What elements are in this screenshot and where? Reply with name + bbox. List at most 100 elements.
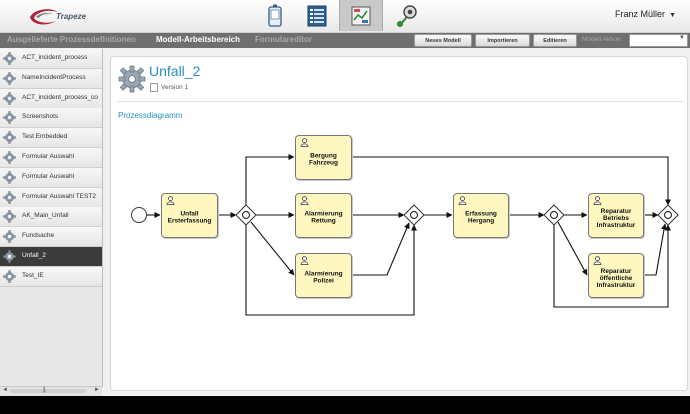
task-label: Alarmierung Rettung <box>304 210 343 225</box>
model-chart-icon <box>351 6 371 25</box>
list-icon <box>307 5 327 26</box>
network-icon <box>397 4 417 27</box>
grip-icon: ||| <box>43 387 46 393</box>
user-task-icon <box>593 256 602 265</box>
connector <box>553 224 671 308</box>
sidebar-item-label: Formular Auswahl <box>22 153 75 160</box>
sidebar-item[interactable]: Formular Auswahl <box>0 148 102 168</box>
connector <box>351 222 410 276</box>
gateway[interactable] <box>543 204 565 226</box>
gear-icon <box>3 52 16 65</box>
tab-model-workspace[interactable]: Modell-Arbeitsbereich <box>156 35 241 44</box>
sidebar-item[interactable]: Screenshots <box>0 108 102 129</box>
gear-icon <box>3 91 16 105</box>
sidebar-item-label: Formular Auswahl TEST2 <box>22 192 96 200</box>
task-label: Bergung Fahrzeug <box>309 152 338 167</box>
scroll-right-icon[interactable]: ► <box>94 387 100 393</box>
sidebar-item-label: ACT_incident_process_co <box>22 93 98 101</box>
gear-icon <box>3 210 16 224</box>
gear-icon <box>3 72 16 85</box>
gear-icon <box>3 111 16 125</box>
sidebar-item-label: ACT_incident_process <box>22 54 88 61</box>
connector <box>643 223 667 276</box>
task-erfassung-hergang[interactable]: Erfassung Hergang <box>453 193 509 238</box>
nav-network[interactable] <box>386 0 428 31</box>
connector <box>250 221 295 276</box>
sidebar-item[interactable]: Unfall_2 <box>0 247 102 267</box>
divider <box>117 101 683 102</box>
sidebar-item-label: Fundsache <box>22 232 55 240</box>
app-window: Trapeze <box>0 0 690 396</box>
user-task-icon <box>300 256 309 265</box>
trapeze-logo <box>30 9 58 25</box>
end-gateway[interactable] <box>657 204 679 226</box>
sidebar-item-label: Test Embedded <box>22 133 68 141</box>
gateway[interactable] <box>235 204 257 226</box>
task-alarmierung-polizei[interactable]: Alarmierung Polizei <box>295 253 352 298</box>
sidebar-item-label: AK_Main_Unfall <box>22 212 69 220</box>
sidebar-item[interactable]: NameIncidentProcess <box>0 68 102 89</box>
gear-icon <box>3 190 16 204</box>
user-task-icon <box>300 196 309 205</box>
logo-text: Trapeze <box>56 12 87 21</box>
sidebar-item-label: Unfall_2 <box>22 252 46 259</box>
sidebar-item[interactable]: AK_Main_Unfall <box>0 207 102 228</box>
gear-icon <box>3 151 16 164</box>
model-action-label: Modell Aktion: <box>582 36 623 43</box>
sidebar-item[interactable]: Formular Auswahl <box>0 167 102 188</box>
gear-icon <box>3 171 16 184</box>
sidebar-item[interactable]: Test_IE <box>0 266 102 287</box>
model-detail-panel: Unfall_2 Version 1 Prozessdiagramm <box>110 56 688 391</box>
sidebar-item[interactable]: Fundsache <box>0 227 102 248</box>
task-reparatur-betriebs-infrastruktur[interactable]: Reparatur Betriebs Infrastruktur <box>588 193 644 238</box>
gateway[interactable] <box>403 204 425 226</box>
task-label: Alarmierung Polizei <box>304 270 343 285</box>
task-unfall-ersterfassung[interactable]: Unfall Ersterfassung <box>161 193 218 238</box>
nav-phone[interactable] <box>254 0 296 31</box>
sidebar-item[interactable]: ACT_incident_process <box>0 49 102 69</box>
user-task-icon <box>458 196 467 205</box>
sub-navigation: Ausgelieferte Prozessdefinitionen Modell… <box>0 33 690 48</box>
tab-form-editor[interactable]: Formulareditor <box>255 35 312 44</box>
gear-icon <box>3 270 16 283</box>
connector <box>245 154 295 205</box>
nav-model[interactable] <box>339 0 383 31</box>
nav-list[interactable] <box>296 0 338 31</box>
gear-icon <box>3 230 16 243</box>
task-alarmierung-rettung[interactable]: Alarmierung Rettung <box>295 193 352 238</box>
document-icon <box>150 83 158 92</box>
sidebar-item-label: Formular Auswahl <box>22 172 75 180</box>
chevron-down-icon: ▼ <box>679 35 685 41</box>
user-task-icon <box>300 138 309 147</box>
start-event[interactable] <box>131 207 147 223</box>
model-version: Version 1 <box>150 83 188 92</box>
import-button[interactable]: Importieren <box>475 34 530 47</box>
new-model-button[interactable]: Neues Modell <box>414 34 472 47</box>
sidebar-horizontal-scrollbar[interactable]: ◄ ||| ► <box>0 386 102 396</box>
user-task-icon <box>166 196 175 205</box>
chevron-down-icon: ▼ <box>669 12 676 19</box>
task-label: Reparatur öffentliche Infrastruktur <box>596 267 636 289</box>
task-label: Unfall Ersterfassung <box>167 210 212 225</box>
gear-icon <box>3 250 16 263</box>
gear-icon <box>118 65 146 93</box>
model-title: Unfall_2 <box>149 63 201 79</box>
task-reparatur-oeffentliche-infrastruktur[interactable]: Reparatur öffentliche Infrastruktur <box>588 253 644 298</box>
task-label: Erfassung Hergang <box>465 210 497 225</box>
user-menu[interactable]: Franz Müller▼ <box>615 9 676 19</box>
model-action-select[interactable]: ▼ <box>629 34 688 47</box>
sidebar-item-label: NameIncidentProcess <box>22 73 86 81</box>
version-label: Version 1 <box>161 84 189 91</box>
edit-button[interactable]: Editieren <box>533 34 577 47</box>
gear-icon <box>3 131 16 144</box>
task-bergung-fahrzeug[interactable]: Bergung Fahrzeug <box>295 135 352 180</box>
scroll-left-icon[interactable]: ◄ <box>2 387 8 393</box>
sidebar-item-label: Test_IE <box>22 271 44 279</box>
scrollbar-thumb[interactable] <box>10 389 86 393</box>
sidebar-item[interactable]: Formular Auswahl TEST2 <box>0 187 102 208</box>
sidebar-item[interactable]: Test Embedded <box>0 128 102 149</box>
sidebar-item[interactable]: ACT_incident_process_co <box>0 88 102 109</box>
top-bar: Trapeze <box>0 0 690 33</box>
tab-delivered-processes[interactable]: Ausgelieferte Prozessdefinitionen <box>7 35 136 44</box>
